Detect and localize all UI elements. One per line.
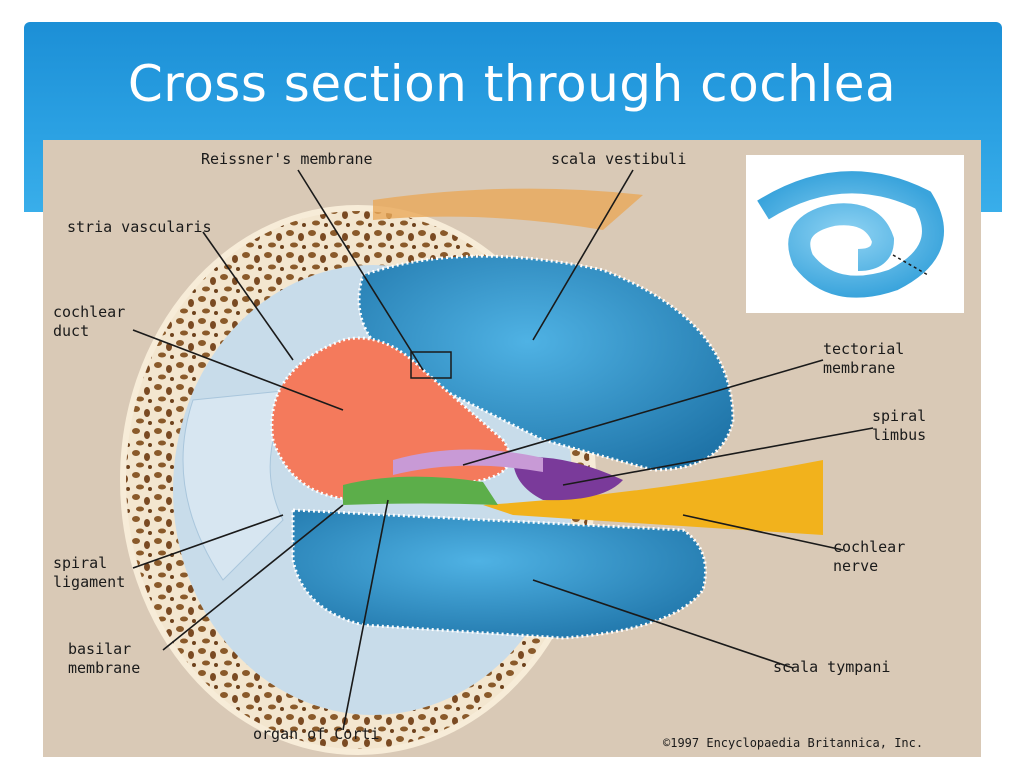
slide-title: Cross section through cochlea (127, 55, 897, 113)
reissner-marker (410, 351, 452, 379)
label-spiral-limbus: spiral limbus (872, 407, 927, 444)
cochlea-figure: Reissner's membrane scala vestibuli stri… (43, 140, 981, 757)
tectorial-membrane-shape (393, 449, 543, 475)
label-reissners-membrane: Reissner's membrane (201, 150, 373, 168)
label-basilar-membrane: basilar membrane (68, 640, 141, 677)
label-cochlear-duct: cochlear duct (53, 303, 126, 340)
label-scala-vestibuli: scala vestibuli (551, 150, 687, 168)
label-cochlear-nerve: cochlear nerve (833, 538, 906, 575)
inset-spiral (757, 171, 944, 298)
cochlear-nerve-shape (483, 460, 823, 535)
label-organ-of-corti: organ of Corti (253, 725, 380, 743)
cochlea-illustration (120, 155, 964, 755)
label-stria-vascularis: stria vascularis (67, 218, 212, 236)
copyright-notice: ©1997 Encyclopaedia Britannica, Inc. (663, 736, 924, 750)
leader-lines (132, 169, 874, 731)
scala-tympani-shape (291, 508, 707, 640)
label-scala-tympani: scala tympani (773, 658, 891, 676)
label-spiral-ligament: spiral ligament (53, 554, 126, 591)
organ-of-corti-shape (343, 476, 498, 505)
label-tectorial-membrane: tectorial membrane (823, 340, 905, 377)
bony-lip (373, 188, 643, 230)
scala-vestibuli-shape (357, 254, 735, 472)
